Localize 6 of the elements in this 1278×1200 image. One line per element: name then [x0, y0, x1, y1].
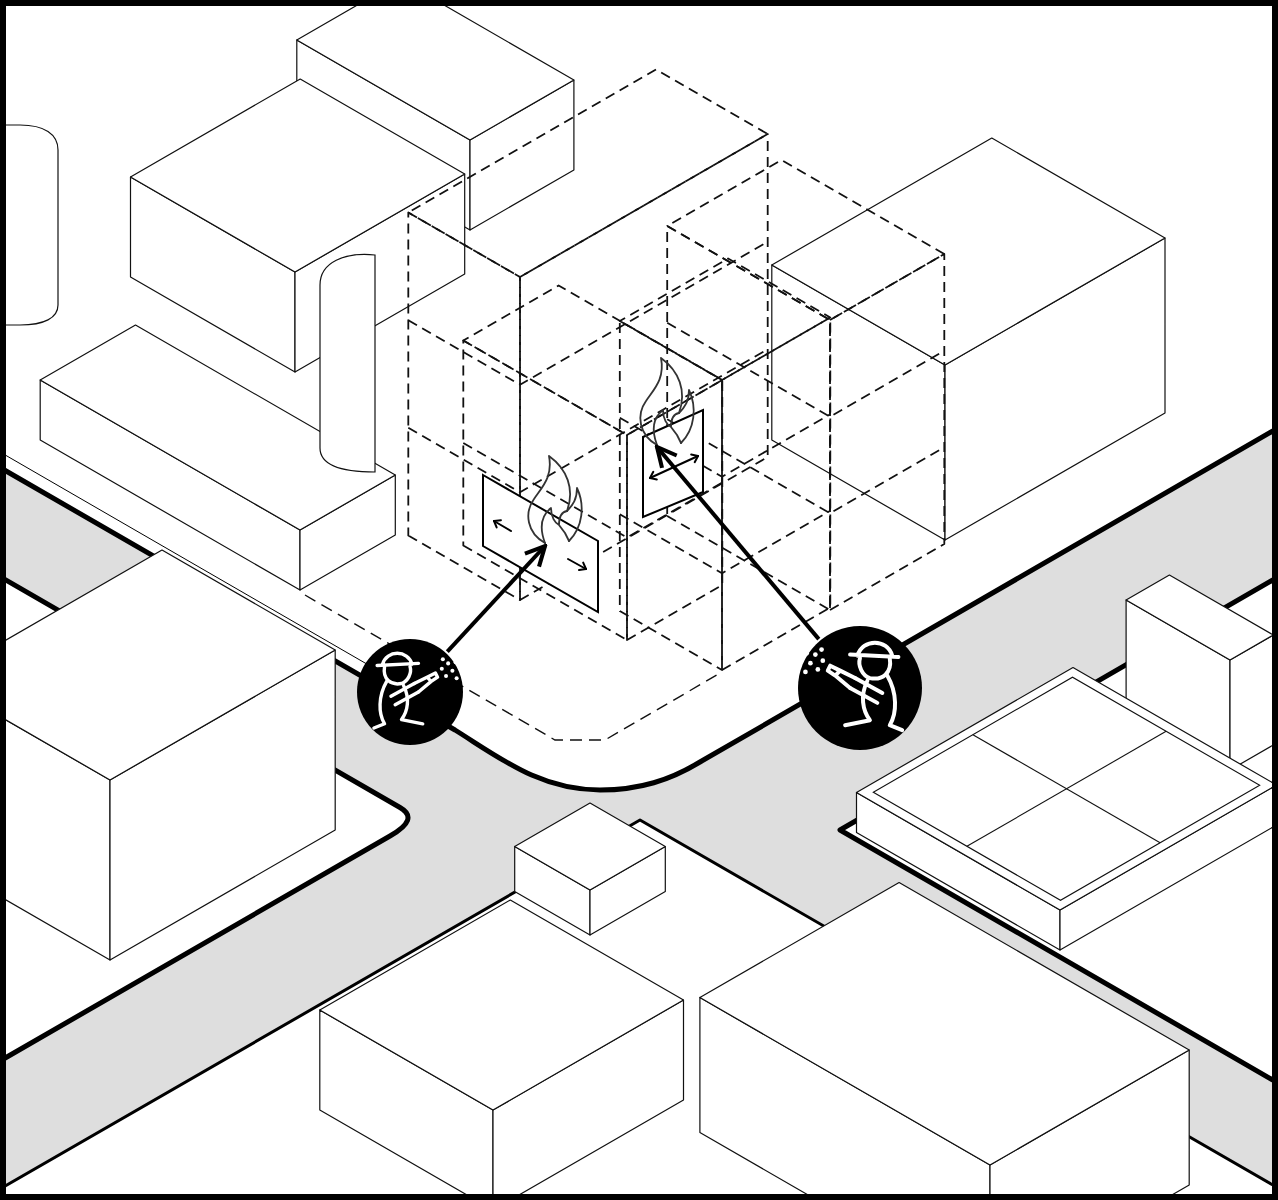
arrow	[654, 444, 821, 641]
flame-icon	[527, 455, 583, 544]
firefighter-icon	[357, 639, 463, 745]
flame-icon	[639, 357, 695, 446]
firefighter-icon	[798, 626, 922, 750]
arrow	[445, 543, 548, 653]
